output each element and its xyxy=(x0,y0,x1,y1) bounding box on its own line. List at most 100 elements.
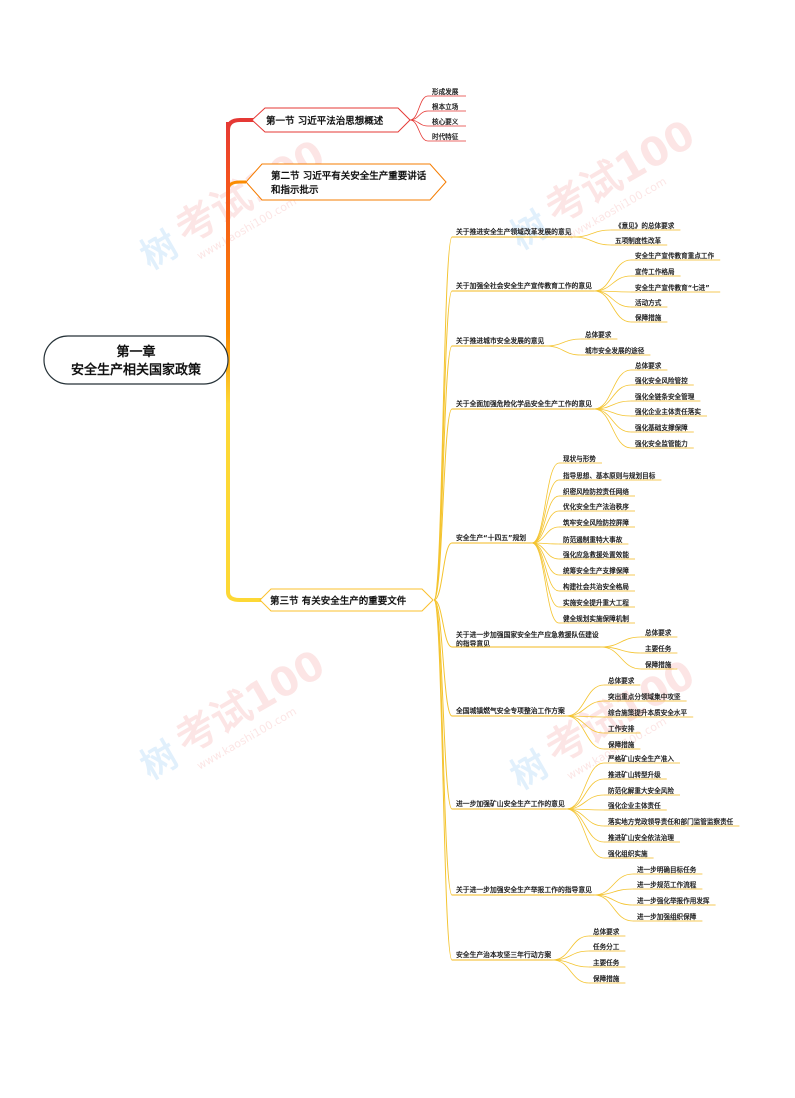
item-connector xyxy=(531,510,560,544)
document-item: 综合施策提升本质安全水平 xyxy=(608,708,688,717)
item-connector xyxy=(566,794,605,810)
document-item: 强化全链条安全管理 xyxy=(635,392,695,401)
item-connector xyxy=(531,479,560,544)
section1-connector xyxy=(409,95,429,121)
document-item: 进一步明确目标任务 xyxy=(637,865,697,874)
item-connector xyxy=(593,290,632,323)
section1-item: 核心要义 xyxy=(432,117,459,126)
item-connector xyxy=(566,778,605,810)
document-label: 关于推进城市安全发展的意见 xyxy=(456,336,545,345)
document-item: 强化组织实施 xyxy=(608,849,648,858)
item-connector xyxy=(545,345,582,356)
section1-connector xyxy=(409,119,429,142)
document-item: 防范遏制重特大事故 xyxy=(563,535,623,544)
item-connector xyxy=(593,275,632,292)
item-connector xyxy=(593,369,632,410)
document-connector xyxy=(433,599,453,717)
item-connector xyxy=(593,400,632,410)
document-label: 关于推进安全生产领域改革发展的意见 xyxy=(456,227,572,236)
item-connector xyxy=(531,495,560,544)
document-item: 筑牢安全风险防控屏障 xyxy=(563,518,629,527)
document-item: 主要任务 xyxy=(593,958,620,967)
item-connector xyxy=(566,808,605,827)
watermark-brand: 考试100 xyxy=(538,112,703,234)
item-connector xyxy=(593,408,632,449)
document-item: 推进矿山安全依法治理 xyxy=(608,833,674,842)
item-connector xyxy=(552,950,590,961)
document-item: 进一步加强组织保障 xyxy=(637,912,697,921)
document-item: 强化基础支撑保障 xyxy=(635,423,688,432)
document-item: 总体要求 xyxy=(608,676,635,685)
document-connector xyxy=(433,345,453,601)
item-connector xyxy=(593,894,634,922)
document-item: 强化安全监管能力 xyxy=(635,439,688,448)
watermark-brand: 考试100 xyxy=(168,642,333,764)
document-item: 保障措施 xyxy=(592,974,620,983)
item-connector xyxy=(573,236,612,246)
section3-documents: 关于推进安全生产领域改革发展的意见《意见》的总体要求五项制度性改革关于加强全社会… xyxy=(433,221,740,984)
document-label: 关于加强全社会安全生产宣传教育工作的意见 xyxy=(456,281,592,290)
root-title-line2: 安全生产相关国家政策 xyxy=(71,362,202,378)
item-connector xyxy=(593,290,632,308)
item-connector xyxy=(531,526,560,544)
document-item: 进一步规范工作流程 xyxy=(637,880,697,889)
document-item: 构建社会共治安全格局 xyxy=(563,582,629,591)
document-connector xyxy=(433,599,453,896)
item-connector xyxy=(600,646,642,670)
document-item: 进一步强化举报作用发挥 xyxy=(637,896,710,905)
item-connector xyxy=(593,384,632,410)
root-title-line1: 第一章 xyxy=(116,344,155,360)
document-branch: 关于进一步加强安全生产举报工作的指导意见进一步明确目标任务进一步规范工作流程进一… xyxy=(433,599,716,922)
document-item: 织密风险防控责任网络 xyxy=(563,487,629,496)
item-connector xyxy=(593,888,634,896)
section1-title: 第一节 习近平法治思想概述 xyxy=(266,115,384,127)
document-item: 总体要求 xyxy=(635,361,662,370)
document-item: 活动方式 xyxy=(635,298,662,307)
trunk-line-lower xyxy=(226,360,262,602)
item-connector xyxy=(552,959,590,984)
item-connector xyxy=(600,636,642,648)
section3-title: 第三节 有关安全生产的重要文件 xyxy=(270,595,407,607)
document-item: 城市安全发展的途径 xyxy=(585,346,645,355)
document-connector xyxy=(433,408,453,601)
root-node xyxy=(43,335,229,385)
document-item: 强化安全风险管控 xyxy=(635,376,688,385)
item-connector xyxy=(531,542,560,624)
document-item: 《意见》的总体要求 xyxy=(615,221,675,230)
document-item: 安全生产宣传教育重点工作 xyxy=(635,251,715,260)
item-connector xyxy=(566,715,605,750)
document-branch: 安全生产“十四五”规划现状与形势指导思想、基本原则与规划目标织密风险防控责任网络… xyxy=(433,454,662,624)
document-label: 关于进一步加强安全生产举报工作的指导意见 xyxy=(456,885,592,894)
section2-title-line1: 第二节 习近平有关安全生产重要讲话 xyxy=(271,170,427,182)
item-connector xyxy=(545,338,582,347)
document-connector xyxy=(433,599,453,961)
document-item: 突出重点分领域集中攻坚 xyxy=(608,692,681,701)
document-connector xyxy=(433,290,453,601)
document-branch: 关于全面加强危险化学品安全生产工作的意见总体要求强化安全风险管控强化全链条安全管… xyxy=(433,361,707,601)
document-item: 健全规划实施保障机制 xyxy=(563,614,629,623)
document-item: 安全生产宣传教育“七进” xyxy=(635,283,710,292)
document-item: 总体要求 xyxy=(593,927,620,936)
document-branch: 全国城镇燃气安全专项整治工作方案总体要求突出重点分领域集中攻坚综合施策提升本质安… xyxy=(433,599,694,750)
section3-node xyxy=(259,588,434,612)
document-item: 现状与形势 xyxy=(563,454,596,463)
document-item: 保障措施 xyxy=(607,740,635,749)
document-item: 保障措施 xyxy=(644,660,672,669)
document-item: 实施安全提升重大工程 xyxy=(563,598,629,607)
document-connector xyxy=(433,599,453,810)
item-connector xyxy=(593,894,634,906)
document-connector xyxy=(433,599,453,648)
document-item: 总体要求 xyxy=(645,628,672,637)
document-item: 落实地方党政领导责任和部门监管监察责任 xyxy=(608,817,734,826)
item-connector xyxy=(566,700,605,717)
item-connector xyxy=(593,873,634,896)
document-item: 强化企业主体责任 xyxy=(608,801,661,810)
item-connector xyxy=(566,684,605,717)
